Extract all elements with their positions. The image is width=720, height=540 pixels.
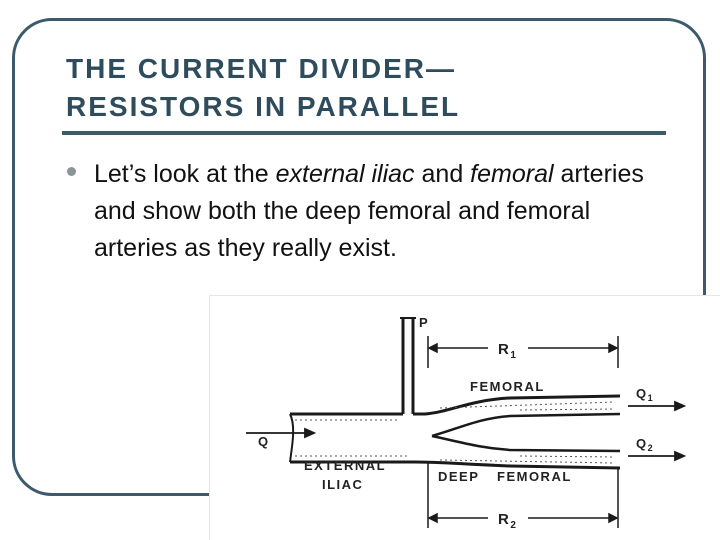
- title-underline: [62, 131, 666, 135]
- artery-diagram: P R1 FEMORAL: [210, 296, 720, 540]
- label-r1: R1: [498, 341, 517, 361]
- r1-dimension: [427, 336, 619, 368]
- bullet-text-1: Let’s look at the: [94, 160, 276, 188]
- title-line-2: RESISTORS IN PARALLEL: [66, 91, 461, 122]
- iliac-vessel: [289, 394, 621, 470]
- label-p: P: [419, 315, 429, 330]
- title-line-1: THE CURRENT DIVIDER—: [66, 53, 457, 84]
- label-iliac: ILIAC: [322, 477, 363, 492]
- label-deep-femoral: FEMORAL: [497, 469, 572, 484]
- slide-title: THE CURRENT DIVIDER— RESISTORS IN PARALL…: [66, 50, 666, 126]
- label-r2: R2: [498, 511, 517, 531]
- bullet-icon: [67, 167, 76, 176]
- label-q1: Q1: [636, 386, 654, 403]
- bullet-italic-external-iliac: external iliac: [275, 160, 415, 188]
- bullet-text-3: arteries and show both the deep femoral …: [94, 160, 644, 262]
- label-q2: Q2: [636, 436, 654, 453]
- artery-diagram-svg: P R1 FEMORAL: [246, 315, 687, 531]
- label-external: EXTERNAL: [304, 458, 386, 473]
- label-q: Q: [258, 434, 270, 449]
- bullet-text-2: and: [414, 160, 471, 188]
- r2-dimension: [427, 462, 619, 528]
- pressure-tap-tube: [400, 317, 416, 414]
- vessel-texture: [295, 401, 616, 464]
- label-deep: DEEP: [438, 469, 479, 484]
- bullet-italic-femoral: femoral: [470, 160, 554, 188]
- label-femoral: FEMORAL: [470, 379, 545, 394]
- flow-arrows: [246, 400, 687, 462]
- bullet-text: Let’s look at the external iliac and fem…: [94, 156, 674, 267]
